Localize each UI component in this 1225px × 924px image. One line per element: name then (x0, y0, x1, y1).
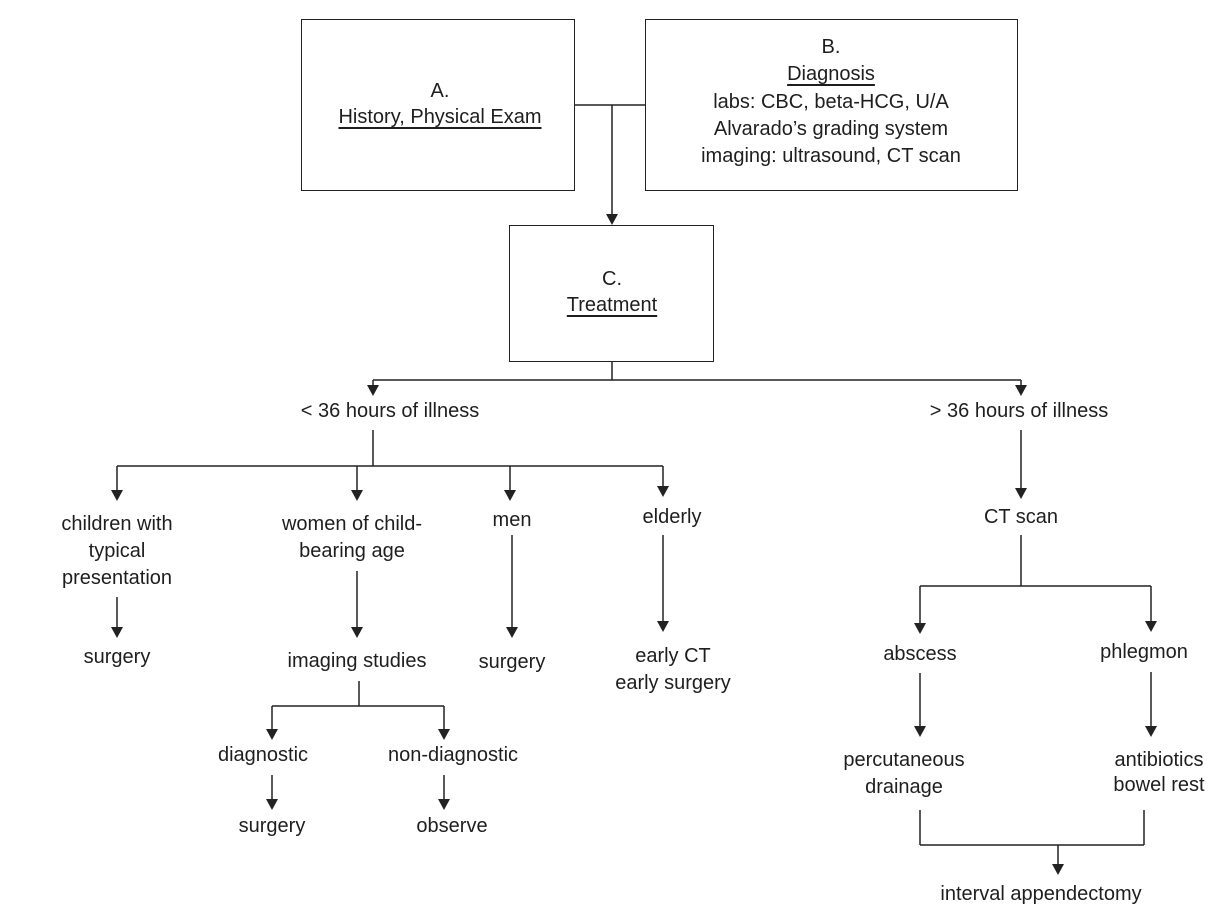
box-c-letter: C. (602, 268, 622, 290)
box-c-title: Treatment (566, 294, 658, 316)
diagnostic-label: diagnostic (217, 744, 309, 766)
diagnosis-box (645, 19, 1018, 191)
box-b-letter: B. (821, 36, 841, 58)
women-line-1: women of child- (281, 513, 423, 535)
box-a-letter: A. (430, 80, 450, 102)
men-outcome: surgery (478, 651, 546, 673)
elderly-outcome-2: early surgery (615, 672, 731, 694)
children-line-3: presentation (61, 567, 173, 589)
children-line-1: children with (61, 513, 173, 535)
phlegmon-label: phlegmon (1100, 641, 1188, 663)
women-line-2: bearing age (299, 540, 405, 562)
early-illness-label: < 36 hours of illness (300, 400, 480, 422)
children-line-2: typical (88, 540, 146, 562)
men-label: men (492, 509, 532, 531)
elderly-label: elderly (642, 506, 702, 528)
diagnostic-outcome: surgery (238, 815, 306, 837)
abscess-outcome-1: percutaneous (843, 749, 965, 771)
elderly-outcome-1: early CT (635, 645, 711, 667)
abscess-label: abscess (883, 643, 957, 665)
imaging-studies: imaging studies (287, 650, 427, 672)
interval-appendectomy: interval appendectomy (940, 883, 1142, 905)
box-b-alvarado: Alvarado’s grading system (713, 118, 949, 140)
nondiagnostic-outcome: observe (416, 815, 488, 837)
box-b-labs: labs: CBC, beta-HCG, U/A (713, 91, 949, 113)
abscess-outcome-2: drainage (865, 776, 943, 798)
children-outcome: surgery (83, 646, 151, 668)
nondiagnostic-label: non-diagnostic (387, 744, 519, 766)
history-physical-exam-box (301, 19, 575, 191)
box-a-title: History, Physical Exam (338, 106, 542, 128)
late-illness-label: > 36 hours of illness (929, 400, 1109, 422)
phlegmon-outcome-2: bowel rest (1113, 774, 1205, 796)
box-b-title: Diagnosis (787, 63, 875, 85)
treatment-box (509, 225, 714, 362)
box-b-imaging: imaging: ultrasound, CT scan (701, 145, 961, 167)
phlegmon-outcome-1: antibiotics (1114, 749, 1204, 771)
ct-scan-label: CT scan (983, 506, 1059, 528)
